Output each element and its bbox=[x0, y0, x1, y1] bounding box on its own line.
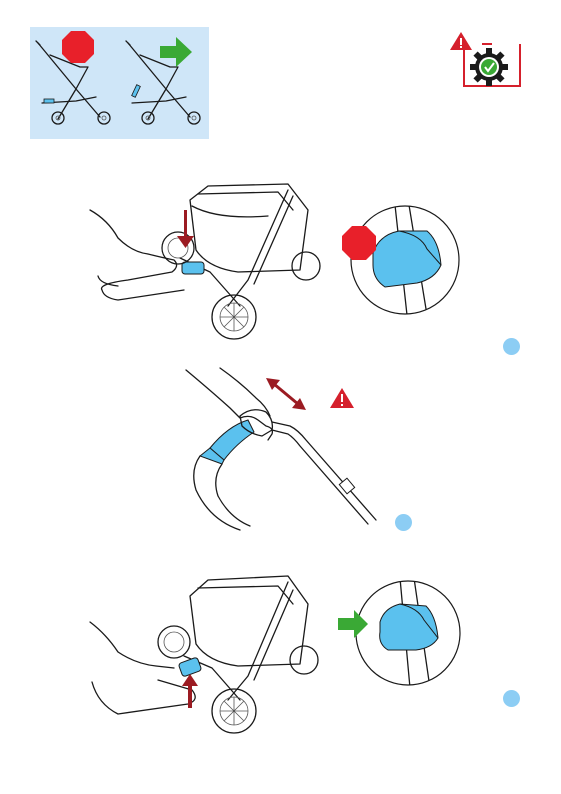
step-1-indicator-dot bbox=[503, 338, 520, 355]
step-3-indicator-dot bbox=[503, 690, 520, 707]
step-2-indicator-dot bbox=[395, 514, 412, 531]
stop-octagon-icon bbox=[342, 226, 376, 260]
step-1-detail-circle bbox=[335, 205, 465, 315]
stroller-comparison-illustration bbox=[30, 27, 209, 139]
lift-up-arrow-icon bbox=[182, 674, 198, 708]
step-3-detail-circle bbox=[330, 578, 465, 688]
stop-octagon-icon bbox=[62, 31, 94, 63]
go-arrow-icon bbox=[160, 37, 192, 67]
push-pull-arrow-icon bbox=[266, 378, 306, 410]
step-1-illustration bbox=[88, 180, 313, 345]
warning-triangle-icon bbox=[450, 32, 472, 50]
step-2-illustration bbox=[180, 360, 380, 535]
gear-check-icon bbox=[470, 48, 508, 86]
brake-overview-panel bbox=[30, 27, 209, 139]
step-3-illustration bbox=[88, 572, 313, 737]
warning-triangle-icon bbox=[330, 388, 354, 408]
maintenance-badge bbox=[450, 30, 525, 90]
